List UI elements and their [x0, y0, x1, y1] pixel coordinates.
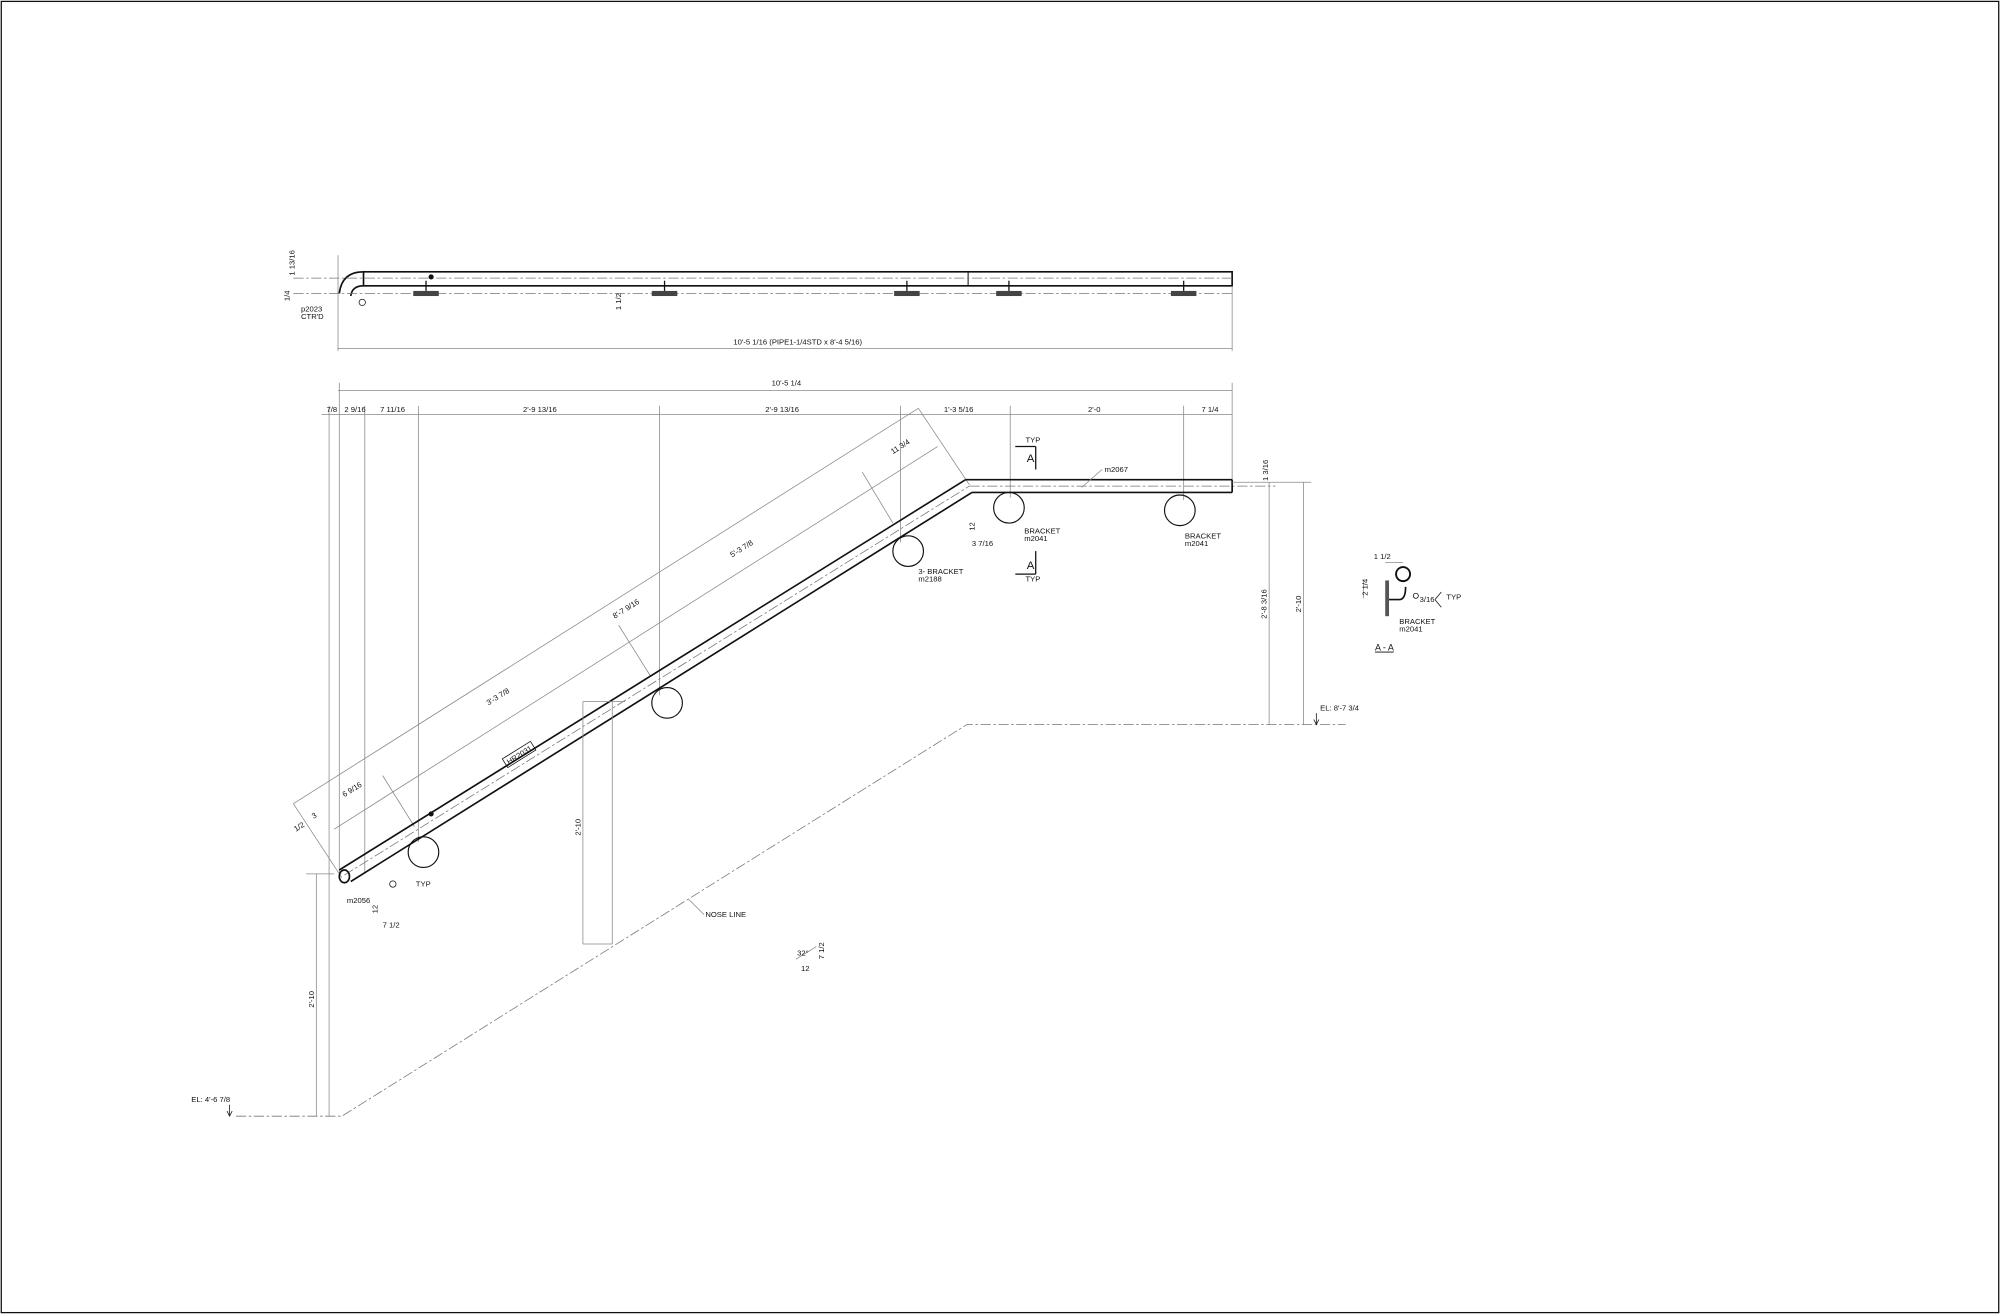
svg-text:32°: 32°: [797, 948, 809, 957]
slope-dim-5: 6 9/16: [341, 780, 364, 799]
dim-5: 2'-9 13/16: [765, 405, 799, 414]
right-height-b: 2'-10: [1294, 596, 1303, 613]
elevation-overall-dim: 10'-5 1/4: [772, 378, 802, 387]
dim-6: 1'-3 5/16: [944, 405, 974, 414]
dim-8: 7 1/4: [1202, 405, 1220, 414]
section-title: A - A: [1375, 643, 1394, 653]
slope-dim-3: 8'-7 9/16: [611, 597, 641, 620]
svg-text:A: A: [1027, 560, 1035, 572]
mid-height: 2'-10: [573, 819, 582, 836]
section-width: 1 1/2: [1374, 552, 1391, 561]
bracket-3-label: 3- BRACKET: [918, 567, 963, 576]
plan-overall-dim: 10'-5 1/16 (PIPE1-1/4STD x 8'-4 5/16): [733, 338, 862, 347]
plan-view: 1 13/16 1/4 p2023 CTR'D 1 1/2 10'-5 1/16…: [283, 250, 1233, 351]
slope-run-bottom: 7 1/2: [383, 920, 400, 929]
slope-dim-7: 1/2: [292, 820, 306, 833]
stair-slope-symbol: 32° 12 7 1/2: [795, 942, 826, 973]
left-height: 2'-10: [307, 991, 316, 1008]
handrail: [338, 478, 1276, 884]
plan-brackets: [413, 280, 1197, 297]
svg-text:HR2031: HR2031: [505, 744, 534, 766]
el-bottom: EL: 4'-6 7/8: [191, 1095, 230, 1104]
bracket-2-part: m2041: [1185, 539, 1208, 548]
section-a-a: 1 1/2 2 1/4 3/16 TYP BRACKET m2041 A - A: [1360, 552, 1461, 653]
section-weld: 3/16: [1420, 595, 1435, 604]
dim-4: 2'-9 13/16: [523, 405, 557, 414]
section-height: 2 1/4: [1360, 578, 1369, 596]
bracket-2-label: BRACKET: [1185, 531, 1221, 540]
slope-dim-2: 5'-3 7/8: [728, 538, 754, 559]
weld-typ: TYP: [416, 880, 431, 889]
plan-offset: 1/4: [283, 290, 292, 301]
end-part: m2056: [347, 896, 370, 905]
elevation-view: 10'-5 1/4 7/8 2 9/16 7 11/16 2'-9 13/16 …: [191, 378, 1360, 1118]
right-height-a: 2'-8 3/16: [1260, 589, 1269, 619]
plan-pipe: [362, 270, 1233, 287]
svg-text:12: 12: [801, 964, 810, 973]
section-cut-bottom[interactable]: TYP A: [1015, 551, 1040, 584]
bracket-1-label: BRACKET: [1024, 526, 1060, 535]
brackets: [407, 491, 1196, 869]
svg-text:TYP: TYP: [1026, 436, 1041, 445]
dim-1: 7/8: [327, 405, 338, 414]
slope-run-top: 3 7/16: [972, 539, 993, 548]
plan-bracket-offset: 1 1/2: [614, 293, 623, 310]
slope-rise-bottom: 12: [371, 905, 380, 914]
nose-line: [235, 724, 1346, 1117]
slope-dim-6: 3: [310, 811, 318, 821]
plan-part-label: p2023: [301, 304, 322, 313]
dim-3: 7 11/16: [380, 405, 405, 414]
bracket-3-part: m2188: [918, 575, 941, 584]
nose-line-label: NOSE LINE: [705, 910, 746, 919]
plan-pipe-height: 1 13/16: [288, 250, 297, 276]
section-bracket: BRACKET: [1399, 617, 1435, 626]
section-bracket-part: m2041: [1399, 624, 1422, 633]
bracket-1-part: m2041: [1024, 534, 1047, 543]
rail-mark-tag: HR2031: [501, 740, 537, 769]
slope-rise-top: 12: [967, 522, 976, 531]
plan-elbow: [338, 270, 364, 297]
section-cut-top[interactable]: TYP A: [1015, 436, 1040, 470]
el-top: EL: 8'-7 3/4: [1320, 704, 1360, 713]
slope-dim-4: 3'-3 7/8: [485, 686, 511, 707]
svg-text:TYP: TYP: [1026, 575, 1041, 584]
section-typ: TYP: [1446, 593, 1461, 602]
svg-text:7 1/2: 7 1/2: [817, 942, 826, 959]
top-rail-dia: 1 3/16: [1261, 460, 1270, 481]
svg-text:A: A: [1027, 453, 1035, 465]
dim-7: 2'-0: [1088, 405, 1101, 414]
dim-2: 2 9/16: [344, 405, 365, 414]
top-rail-part: m2067: [1105, 465, 1128, 474]
plan-part-note: CTR'D: [301, 312, 324, 321]
